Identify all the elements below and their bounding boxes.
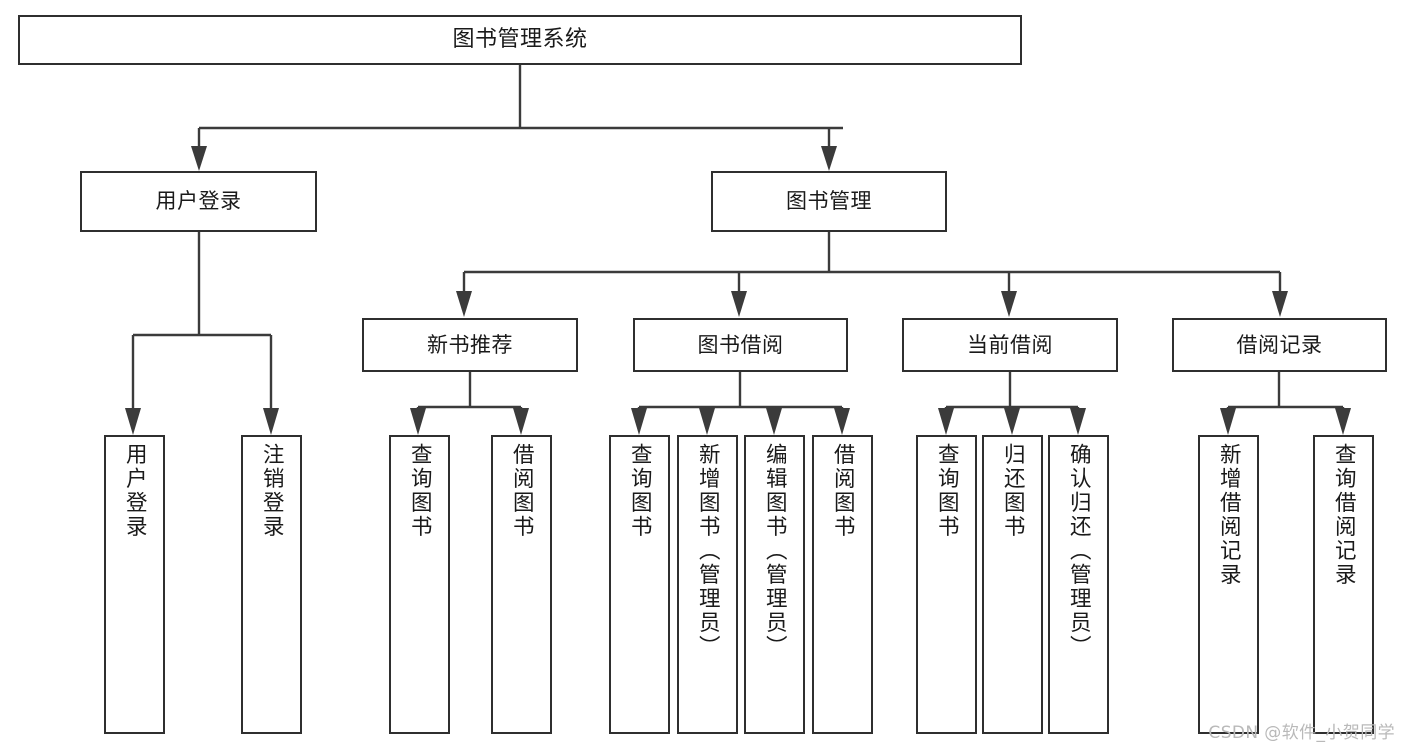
node-label: 查询图书 [627,443,653,539]
node-label: 确认归还（管理员） [1066,443,1092,659]
node-book-management[interactable]: 图书管理 [711,171,947,232]
node-label: 查询借阅记录 [1331,443,1357,587]
leaf-borrow-edit-book-admin[interactable]: 编辑图书（管理员） [744,435,805,734]
leaf-record-add-record[interactable]: 新增借阅记录 [1198,435,1259,734]
leaf-recommend-borrow-book[interactable]: 借阅图书 [491,435,552,734]
node-label: 查询图书 [407,443,433,539]
leaf-current-return-book[interactable]: 归还图书 [982,435,1043,734]
node-label: 借阅图书 [509,443,535,539]
leaf-current-confirm-return-admin[interactable]: 确认归还（管理员） [1048,435,1109,734]
node-label: 新书推荐 [427,332,513,357]
node-user-login[interactable]: 用户登录 [80,171,317,232]
node-label: 用户登录 [155,189,242,214]
node-label: 用户登录 [122,443,148,539]
node-new-book-recommend[interactable]: 新书推荐 [362,318,578,372]
node-label: 归还图书 [1000,443,1026,539]
leaf-user-login-signin[interactable]: 用户登录 [104,435,165,734]
node-label: 新增借阅记录 [1216,443,1242,587]
node-label: 查询图书 [934,443,960,539]
leaf-borrow-query-book[interactable]: 查询图书 [609,435,670,734]
node-root-system[interactable]: 图书管理系统 [18,15,1022,65]
node-label: 当前借阅 [967,332,1053,357]
leaf-borrow-borrow-book[interactable]: 借阅图书 [812,435,873,734]
node-label: 新增图书（管理员） [695,443,721,659]
node-label: 借阅记录 [1236,332,1323,357]
node-label: 注销登录 [259,443,285,539]
csdn-watermark: CSDN @软件_小贺同学 [1208,723,1395,743]
node-label: 图书管理 [786,189,872,214]
node-book-borrow[interactable]: 图书借阅 [633,318,848,372]
leaf-borrow-add-book-admin[interactable]: 新增图书（管理员） [677,435,738,734]
node-label: 图书管理系统 [452,27,588,53]
node-current-borrow[interactable]: 当前借阅 [902,318,1118,372]
leaf-current-query-book[interactable]: 查询图书 [916,435,977,734]
leaf-record-query-record[interactable]: 查询借阅记录 [1313,435,1374,734]
node-label: 图书借阅 [697,332,784,357]
node-label: 编辑图书（管理员） [762,443,788,659]
node-label: 借阅图书 [830,443,856,539]
leaf-user-login-signout[interactable]: 注销登录 [241,435,302,734]
leaf-recommend-query-book[interactable]: 查询图书 [389,435,450,734]
node-borrow-record[interactable]: 借阅记录 [1172,318,1387,372]
